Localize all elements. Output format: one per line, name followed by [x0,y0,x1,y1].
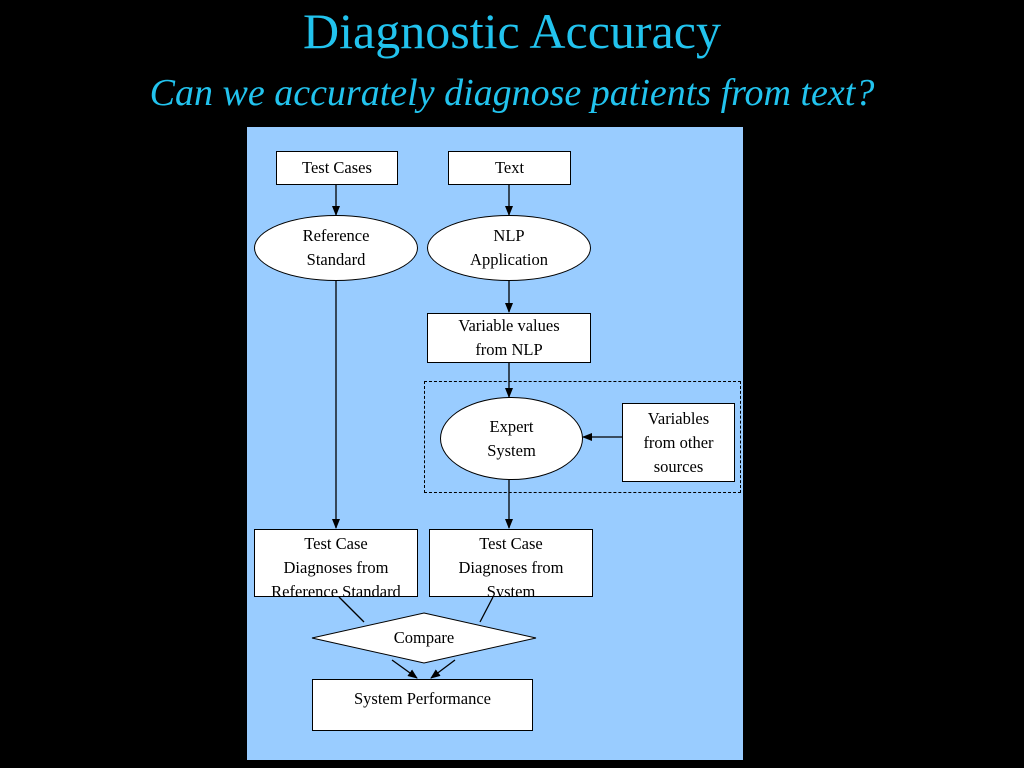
compare-diamond-shape [311,612,537,664]
node-diagnoses-reference-line-3: Reference Standard [271,582,401,597]
node-reference-standard: Reference Standard [254,215,418,281]
node-diagnoses-system-line-3: System [486,582,536,597]
node-test-cases: Test Cases [276,151,398,185]
edge-compare-to-performance-right [430,659,456,679]
node-nlp-application-line-1: NLP [493,226,525,245]
node-variables-other-line-3: sources [653,456,704,476]
node-variables-other-sources: Variables from other sources [622,403,735,482]
node-test-cases-label: Test Cases [302,158,372,177]
node-compare-label: Compare [393,628,455,647]
node-nlp-application: NLP Application [427,215,591,281]
edge-diagnoses-reference-to-compare [338,596,365,623]
node-system-performance: System Performance [312,679,533,731]
node-diagnoses-reference-line-2: Diagnoses from [283,558,389,577]
node-text: Text [448,151,571,185]
expert-system-group [424,381,741,493]
node-expert-system: Expert System [440,397,583,480]
node-variable-values: Variable values from NLP [427,313,591,363]
slide-subtitle: Can we accurately diagnose patients from… [149,72,875,114]
node-variables-other-line-1: Variables [647,408,710,428]
node-diagnoses-system-line-2: Diagnoses from [458,558,564,577]
node-text-label: Text [494,158,525,177]
node-diagnoses-system-line-1: Test Case [479,534,543,553]
node-system-performance-label: System Performance [353,689,491,708]
node-diagnoses-reference-line-1: Test Case [304,534,368,553]
node-diagnoses-system: Test Case Diagnoses from System [429,529,593,597]
edge-diagnoses-system-to-compare [479,596,494,623]
node-variable-values-line-2: from NLP [475,340,543,359]
node-variable-values-line-1: Variable values [458,316,560,335]
edge-compare-to-performance-left [391,659,418,679]
node-variables-other-line-2: from other [643,432,714,452]
node-nlp-application-line-2: Application [470,250,548,269]
node-reference-standard-line-1: Reference [302,226,370,245]
node-expert-system-line-1: Expert [489,416,534,436]
node-expert-system-line-2: System [487,440,536,460]
node-reference-standard-line-2: Standard [306,250,366,269]
slide-title: Diagnostic Accuracy [303,3,721,59]
node-compare: Compare [311,612,537,664]
node-diagnoses-reference: Test Case Diagnoses from Reference Stand… [254,529,418,597]
